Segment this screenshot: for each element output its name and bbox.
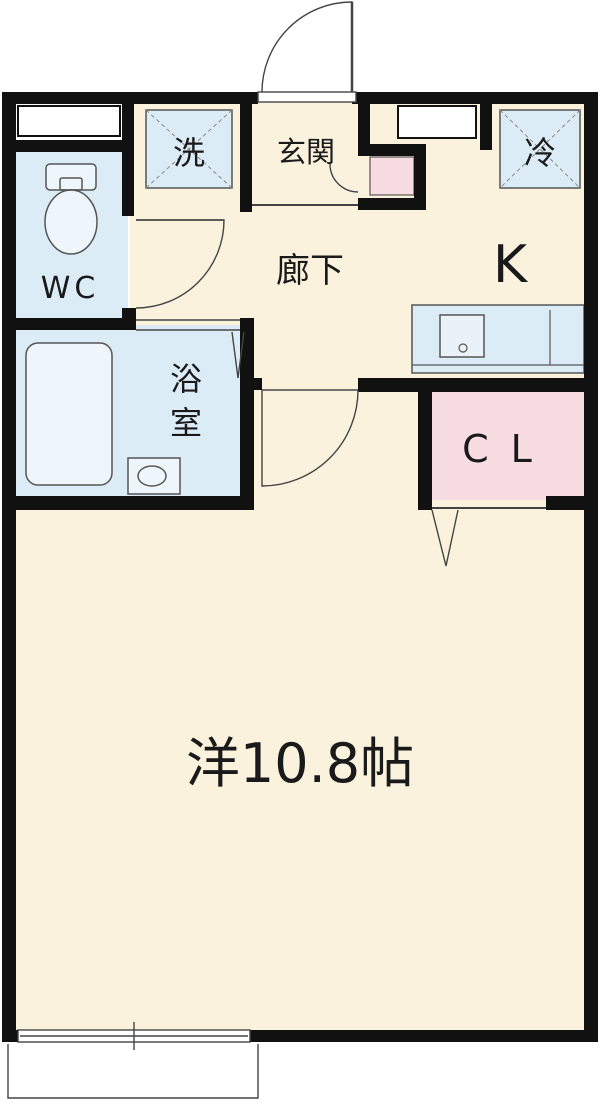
walls — [2, 92, 598, 1042]
label-hallway: 廊下 — [276, 251, 344, 291]
wall-outer-left — [2, 92, 16, 1042]
entrance-swing — [329, 163, 359, 193]
front-door-frame — [257, 91, 357, 103]
label-bath-line1: 浴 — [170, 360, 202, 398]
wall-wc-bath-divider — [2, 318, 136, 330]
wall-closet-bottom-stub — [546, 496, 598, 510]
wall-top-left — [2, 92, 258, 104]
fridge-diagonal-a — [499, 109, 581, 189]
wall-bath-bottom — [2, 496, 254, 510]
front-door-swing — [261, 1, 353, 93]
washer-diagonal-b — [145, 109, 233, 189]
wall-closet-left — [418, 378, 432, 510]
closet-floor — [430, 390, 588, 500]
washbasin-icon — [127, 457, 181, 495]
wall-bottom-left — [2, 1030, 22, 1042]
top-left-storage — [17, 105, 121, 137]
label-fridge: 冷 — [524, 134, 556, 172]
kitchen-sink — [439, 314, 485, 358]
balcony-outline — [7, 1044, 259, 1099]
wall-bottom-right — [250, 1030, 598, 1042]
label-wc: WC — [41, 271, 100, 306]
shoe-cabinet — [369, 156, 415, 196]
wall-wc-top — [2, 140, 132, 152]
wall-wc-right-upper — [122, 104, 134, 216]
label-washer: 洗 — [173, 134, 205, 172]
bathtub-icon — [25, 342, 113, 486]
bath-folding-door — [231, 331, 245, 379]
wall-entrance-left — [240, 104, 252, 212]
toilet-icon — [44, 163, 98, 255]
closet-folding-door — [431, 509, 459, 567]
fridge-diagonal-b — [499, 109, 581, 189]
western-room-floor — [10, 500, 590, 1040]
wall-shoebox-top — [358, 144, 418, 156]
wall-closet-top — [358, 378, 598, 392]
label-western-room: 洋10.8帖 — [186, 732, 414, 795]
label-kitchen: K — [493, 235, 529, 295]
wall-shoebox-right — [414, 144, 426, 210]
entrance-floor — [250, 100, 370, 205]
top-right-storage — [397, 105, 477, 139]
kitchen-counter — [411, 304, 585, 374]
wall-shoebox-bottom — [358, 198, 426, 210]
label-closet: CL — [462, 427, 554, 471]
wall-top-right — [352, 92, 598, 104]
wc-door-swing — [135, 219, 225, 309]
wall-fridge-left — [480, 104, 492, 150]
wall-bath-right — [240, 318, 254, 510]
western-door-swing — [261, 389, 359, 487]
wall-outer-right — [584, 92, 598, 1042]
wall-entrance-right — [358, 104, 370, 144]
wall-hall-stub — [240, 378, 262, 390]
label-entrance: 玄関 — [277, 135, 335, 169]
doors — [7, 1, 546, 1099]
sink-drain — [458, 343, 468, 353]
label-bath-line2: 室 — [170, 404, 202, 442]
